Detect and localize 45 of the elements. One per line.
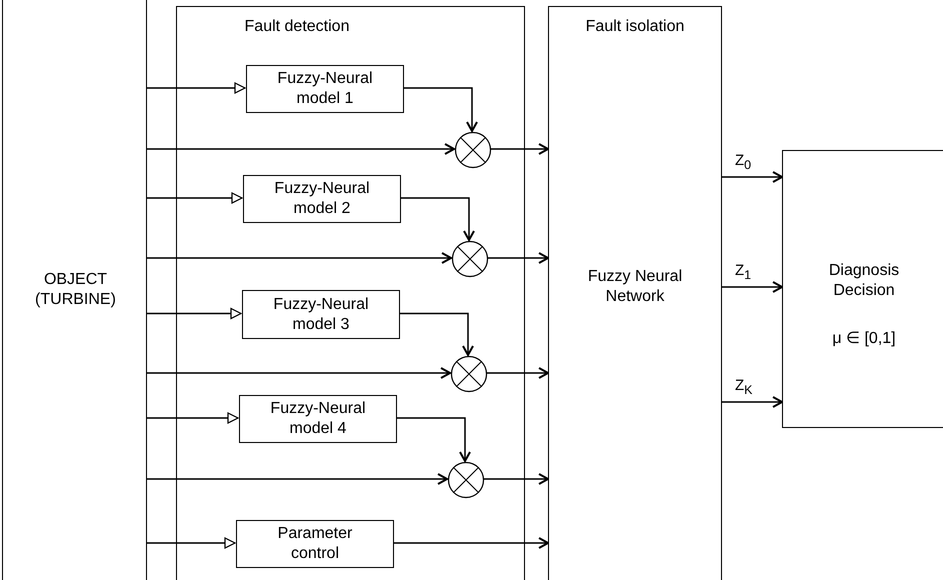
arrow bbox=[396, 417, 471, 462]
process-box bbox=[782, 150, 943, 428]
arrow bbox=[722, 171, 783, 183]
arrow bbox=[487, 252, 549, 264]
multiplier-symbol bbox=[447, 461, 485, 499]
box-label: Fuzzy Neural Network bbox=[587, 267, 683, 307]
arrow bbox=[486, 367, 549, 379]
box-label: Diagnosis Decision bbox=[828, 261, 900, 301]
box-label: Parameter control bbox=[276, 524, 354, 564]
arrow bbox=[147, 143, 455, 155]
multiplier-symbol bbox=[454, 131, 492, 169]
arrow bbox=[393, 537, 549, 549]
section-panel bbox=[548, 6, 722, 580]
arrow bbox=[490, 143, 549, 155]
arrow bbox=[400, 197, 475, 241]
object-box bbox=[2, 0, 147, 580]
multiplier-symbol bbox=[450, 355, 488, 393]
formula-text: μ ∈ [0,1] bbox=[831, 329, 897, 349]
arrow bbox=[147, 367, 451, 379]
arrow bbox=[483, 473, 549, 485]
arrow bbox=[399, 312, 474, 356]
box-label: Fuzzy-Neural model 3 bbox=[272, 294, 370, 334]
box-label: OBJECT (TURBINE) bbox=[34, 270, 117, 310]
arrow bbox=[147, 537, 236, 549]
multiplier-symbol bbox=[451, 240, 489, 278]
section-panel bbox=[176, 6, 525, 580]
box-label: Fuzzy-Neural model 4 bbox=[269, 399, 367, 439]
arrow bbox=[147, 192, 243, 204]
box-label: Fuzzy-Neural model 1 bbox=[276, 69, 374, 109]
box-label: Fuzzy-Neural model 2 bbox=[273, 179, 371, 219]
arrow bbox=[722, 396, 783, 408]
arrow bbox=[147, 252, 452, 264]
arrow bbox=[147, 412, 239, 424]
arrow bbox=[722, 281, 783, 293]
process-box bbox=[243, 175, 401, 223]
panel-heading: Fault detection bbox=[244, 17, 350, 37]
arrow bbox=[147, 473, 448, 485]
panel-heading: Fault isolation bbox=[584, 17, 686, 37]
process-box bbox=[239, 395, 397, 443]
process-box bbox=[236, 520, 394, 568]
arrow bbox=[147, 82, 246, 94]
process-box bbox=[246, 65, 404, 113]
process-box bbox=[242, 290, 400, 339]
arrow bbox=[147, 308, 242, 320]
arrow bbox=[403, 87, 478, 132]
